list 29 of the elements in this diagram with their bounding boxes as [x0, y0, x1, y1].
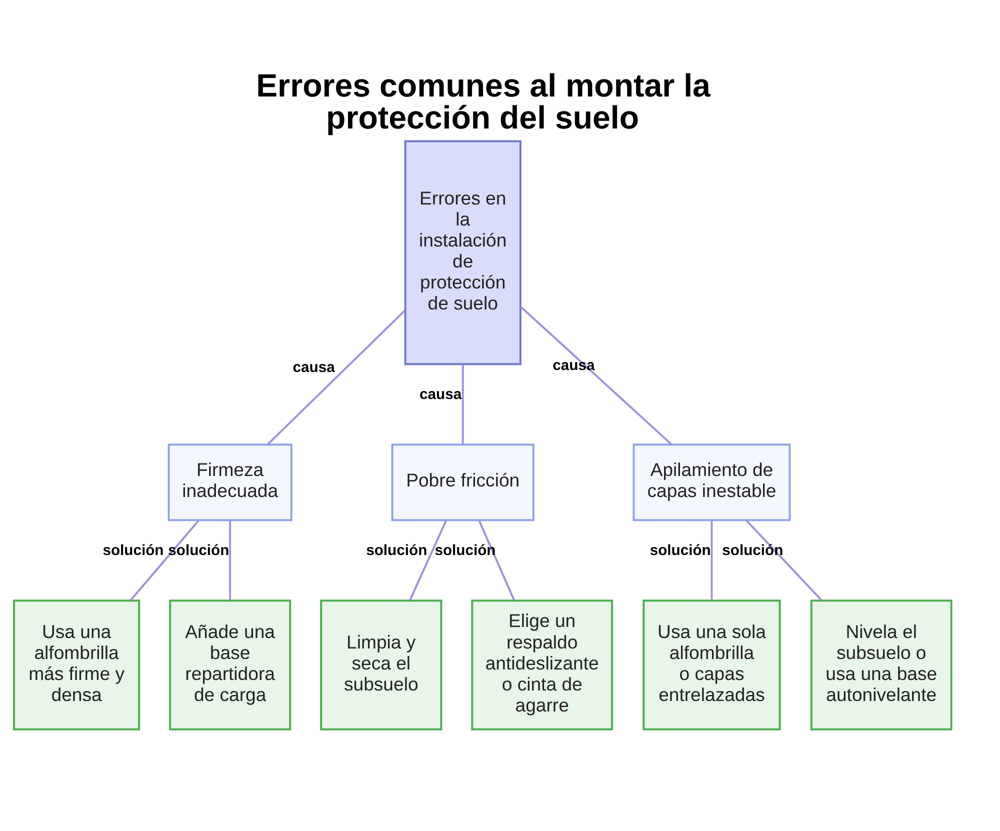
edge-label: solución — [102, 542, 164, 558]
node-box: Nivela el subsuelo o usa una base autonivelante — [810, 599, 952, 730]
connector — [461, 364, 464, 444]
connector — [266, 309, 405, 445]
connector — [129, 519, 199, 600]
connector — [745, 519, 822, 600]
node-box: Añade una base repartidora de carga — [168, 599, 291, 730]
node-box: Pobre fricción — [390, 443, 534, 521]
node-box: Limpia y seca el subsuelo — [320, 599, 442, 730]
connector — [228, 520, 231, 600]
edge-label: solución — [722, 542, 783, 558]
connector — [710, 520, 712, 600]
edge-label: solución — [649, 542, 710, 558]
edge-label: causa — [552, 358, 594, 374]
diagram-title: Errores comunes al montar la protección del suelo — [256, 66, 710, 136]
node-box: Usa una alfombrilla más firme y densa — [12, 599, 140, 730]
edge-label: causa — [419, 386, 462, 402]
connector — [408, 520, 447, 600]
node-box: Firmeza inadecuada — [167, 443, 292, 521]
connector — [519, 305, 672, 445]
node-box: Elige un respaldo antideslizante o cinta de agarre — [470, 599, 613, 730]
edge-label: causa — [292, 360, 334, 376]
edge-label: solución — [168, 542, 229, 558]
connector — [478, 520, 515, 600]
node-box: Apilamiento de capas inestable — [632, 443, 790, 521]
edge-label: solución — [366, 542, 427, 558]
node-box: Usa una sola alfombrilla o capas entrelazadas — [642, 599, 780, 730]
node-box: Errores en la instalación de protección de suelo — [404, 140, 521, 365]
edge-label: solución — [434, 542, 496, 558]
